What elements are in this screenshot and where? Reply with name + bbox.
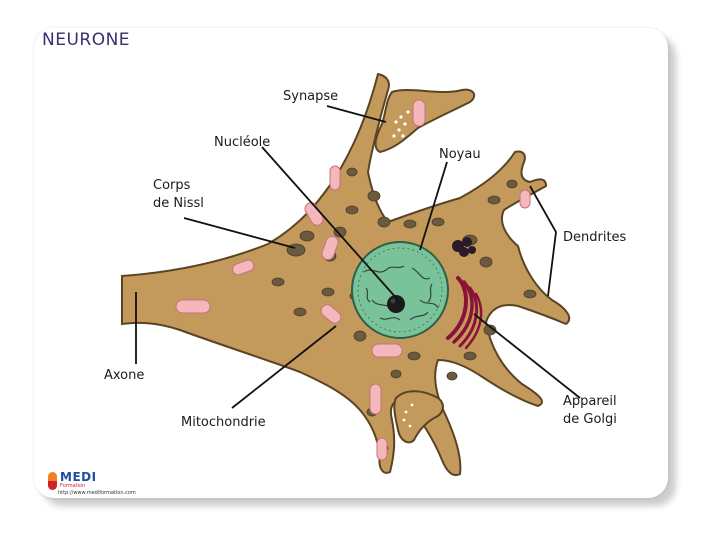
label-golgi-line2: de Golgi: [563, 412, 617, 427]
logo-name: MEDI: [60, 470, 97, 484]
terminal-vesicles: [402, 403, 414, 428]
lysosomes: [452, 237, 476, 257]
label-golgi-line1: Appareil: [563, 394, 617, 409]
label-corps-nissl-line2: de Nissl: [153, 196, 204, 211]
mitochondria: [175, 165, 531, 461]
label-synapse: Synapse: [283, 89, 339, 104]
leader-mitochondrie: [231, 325, 337, 409]
logo-subtitle: Formation: [60, 483, 86, 489]
leader-corps-nissl: [183, 217, 296, 249]
synapse-mitochondrion: [412, 99, 426, 127]
leader-dendrites: [529, 185, 557, 297]
leader-golgi: [473, 313, 581, 399]
leader-noyau: [419, 161, 448, 251]
nucleus: [351, 241, 449, 339]
logo-mark-icon: [48, 472, 57, 490]
label-dendrites: Dendrites: [563, 230, 627, 245]
diagram-title: NEURONE: [42, 30, 131, 50]
leader-synapse: [326, 105, 387, 123]
nucleolus: [387, 295, 405, 313]
terminal-fragment-bottom: [393, 390, 444, 444]
logo-url[interactable]: http://www.mediformation.com: [58, 490, 136, 496]
neuron-cell-body: [121, 72, 571, 476]
leader-lines: [135, 105, 581, 409]
leader-nucleole: [261, 146, 399, 301]
label-axone: Axone: [104, 368, 145, 383]
label-noyau: Noyau: [439, 147, 481, 162]
synaptic-vesicles: [392, 110, 410, 138]
label-nucleole: Nucléole: [214, 135, 271, 150]
label-mitochondrie: Mitochondrie: [181, 415, 266, 430]
label-corps-nissl-line1: Corps: [153, 178, 191, 193]
